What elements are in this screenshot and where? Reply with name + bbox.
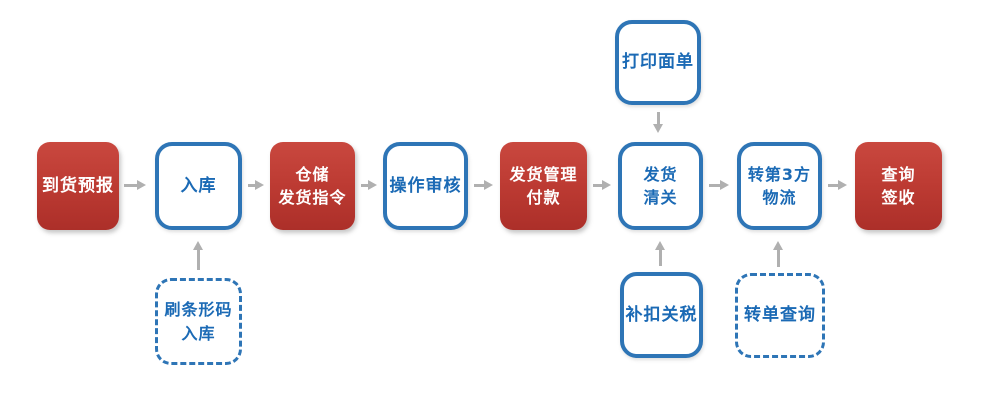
flow-node-query-sign: 查询 签收 xyxy=(855,142,942,230)
arrow-right-icon xyxy=(593,180,611,190)
flow-node-label: 查询 签收 xyxy=(881,164,916,207)
flow-node-barcode-inbound: 刷条形码 入库 xyxy=(155,278,242,365)
flow-node-label: 仓储 发货指令 xyxy=(278,164,347,207)
flow-node-label: 转第3方 物流 xyxy=(747,164,812,207)
arrow-up-icon xyxy=(655,241,665,266)
flow-node-label: 发货 清关 xyxy=(643,164,678,207)
flow-node-warehouse-ship-instruction: 仓储 发货指令 xyxy=(270,142,355,230)
arrow-right-icon xyxy=(361,180,377,190)
arrow-up-icon xyxy=(773,241,783,267)
flow-node-duty-supplement: 补扣关税 xyxy=(620,272,703,358)
arrow-down-icon xyxy=(653,112,663,133)
flow-node-operation-review: 操作审核 xyxy=(383,142,468,230)
flow-node-arrival-forecast: 到货预报 xyxy=(37,142,119,230)
arrow-right-icon xyxy=(124,180,146,190)
arrow-right-icon xyxy=(828,180,847,190)
flow-node-label: 补扣关税 xyxy=(625,304,698,325)
arrow-right-icon xyxy=(248,180,264,190)
flow-node-label: 发货管理 付款 xyxy=(509,164,578,207)
flow-node-print-waybill: 打印面单 xyxy=(615,20,701,105)
flow-node-label: 转单查询 xyxy=(744,305,816,326)
flow-node-label: 到货预报 xyxy=(42,175,114,196)
flow-node-third-party-logistics: 转第3方 物流 xyxy=(737,142,822,230)
arrow-right-icon xyxy=(474,180,493,190)
flow-node-shipping-payment: 发货管理 付款 xyxy=(500,142,587,230)
flow-node-label: 刷条形码 入库 xyxy=(164,300,233,343)
flow-node-shipping-customs: 发货 清关 xyxy=(618,142,703,230)
flow-node-inbound: 入库 xyxy=(155,142,242,230)
flow-node-label: 操作审核 xyxy=(389,175,462,196)
flow-node-label: 入库 xyxy=(180,175,217,196)
flow-node-label: 打印面单 xyxy=(622,52,694,73)
arrow-right-icon xyxy=(709,180,729,190)
arrow-up-icon xyxy=(193,241,203,270)
flow-node-transfer-order-query: 转单查询 xyxy=(735,273,825,358)
